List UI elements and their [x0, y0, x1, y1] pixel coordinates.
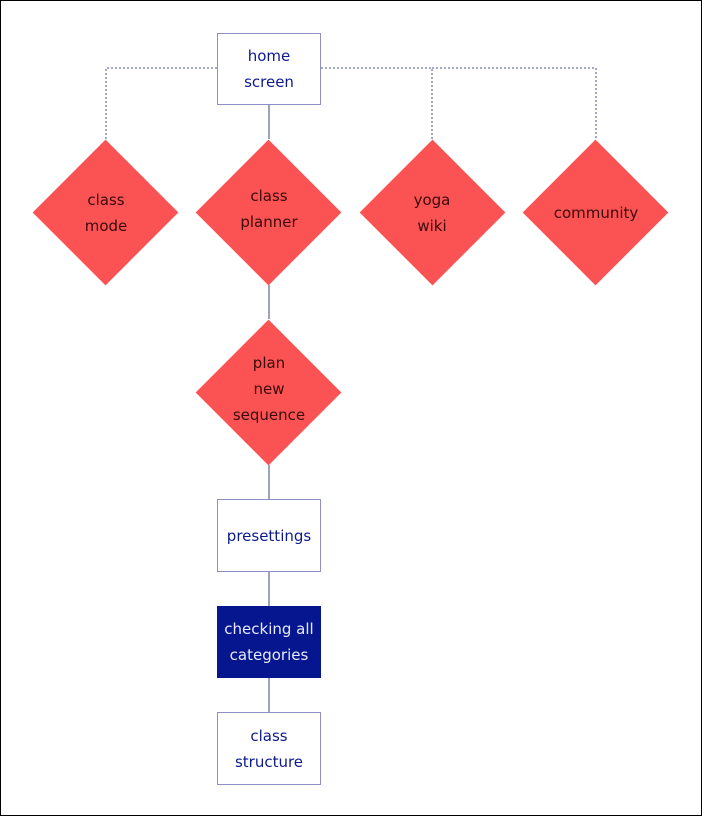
presettings-node: presettings: [217, 499, 321, 572]
plan-new-sequence-label: plan new sequence: [232, 354, 306, 424]
yoga-wiki-label: yoga wiki: [413, 191, 451, 235]
home-screen-node: home screen: [217, 33, 321, 105]
presettings-label: presettings: [226, 526, 312, 545]
community-label: community: [553, 204, 639, 222]
class-planner-label: class planner: [240, 187, 298, 231]
checking-all-categories-label: checking all categories: [224, 620, 314, 664]
checking-all-categories-node: checking all categories: [217, 606, 321, 678]
home-screen-label: home screen: [244, 47, 294, 91]
class-mode-label: class mode: [84, 191, 128, 235]
link-home-yoga-wiki: [321, 67, 433, 139]
class-structure-label: class structure: [234, 726, 304, 771]
link-home-class-mode: [105, 67, 217, 139]
link-home-community: [432, 67, 597, 139]
class-structure-node: class structure: [217, 712, 321, 785]
